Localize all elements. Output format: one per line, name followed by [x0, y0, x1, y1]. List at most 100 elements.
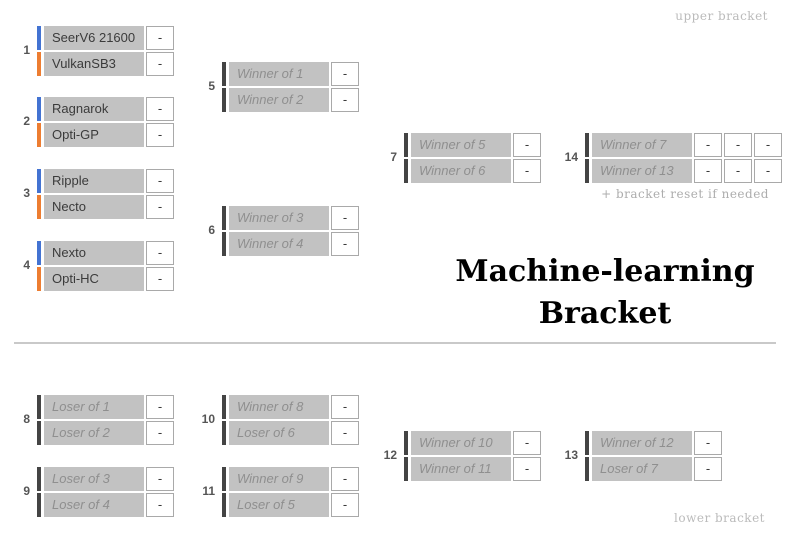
dark-team-bar: [404, 431, 408, 455]
score-box[interactable]: -: [724, 159, 752, 183]
match-number: 1: [23, 43, 30, 57]
dark-team-bar: [404, 159, 408, 183]
blue-team-bar: [37, 169, 41, 193]
match-number: 7: [390, 150, 397, 164]
score-box[interactable]: -: [694, 457, 722, 481]
team-name: Opti-GP: [44, 123, 144, 147]
pending-team-label: Winner of 2: [229, 88, 329, 112]
team-row: Winner of 13---: [585, 159, 782, 183]
score-box[interactable]: -: [331, 467, 359, 491]
score-box[interactable]: -: [331, 88, 359, 112]
dark-team-bar: [585, 431, 589, 455]
pending-team-label: Winner of 7: [592, 133, 692, 157]
score-box[interactable]: -: [146, 467, 174, 491]
team-row: Winner of 6-: [404, 159, 541, 183]
score-box[interactable]: -: [331, 206, 359, 230]
dark-team-bar: [37, 395, 41, 419]
pending-team-label: Winner of 3: [229, 206, 329, 230]
bracket-divider: [14, 342, 776, 344]
team-row: Winner of 9-: [222, 467, 359, 491]
bracket-reset-note: + bracket reset if needed: [601, 187, 769, 201]
team-row: Loser of 5-: [222, 493, 359, 517]
blue-team-bar: [37, 97, 41, 121]
score-box[interactable]: -: [331, 232, 359, 256]
team-row: Winner of 8-: [222, 395, 359, 419]
team-row: Loser of 4-: [37, 493, 174, 517]
team-name: SeerV6 21600: [44, 26, 144, 50]
dark-team-bar: [37, 467, 41, 491]
match-number: 13: [564, 448, 578, 462]
score-box[interactable]: -: [513, 457, 541, 481]
score-box[interactable]: -: [146, 421, 174, 445]
dark-team-bar: [222, 395, 226, 419]
score-box[interactable]: -: [331, 395, 359, 419]
team-name: Opti-HC: [44, 267, 144, 291]
score-box[interactable]: -: [694, 159, 722, 183]
match-number: 4: [23, 258, 30, 272]
score-box[interactable]: -: [146, 241, 174, 265]
score-box[interactable]: -: [694, 431, 722, 455]
team-row: Loser of 7-: [585, 457, 722, 481]
score-box[interactable]: -: [513, 133, 541, 157]
score-box[interactable]: -: [331, 421, 359, 445]
dark-team-bar: [222, 421, 226, 445]
team-row: Winner of 1-: [222, 62, 359, 86]
team-row: Ripple-: [37, 169, 174, 193]
team-row: Ragnarok-: [37, 97, 174, 121]
team-name: VulkanSB3: [44, 52, 144, 76]
score-box[interactable]: -: [146, 493, 174, 517]
pending-team-label: Winner of 13: [592, 159, 692, 183]
score-box[interactable]: -: [513, 431, 541, 455]
score-box[interactable]: -: [146, 267, 174, 291]
pending-team-label: Winner of 11: [411, 457, 511, 481]
team-row: Nexto-: [37, 241, 174, 265]
score-box[interactable]: -: [694, 133, 722, 157]
score-box[interactable]: -: [513, 159, 541, 183]
match-3: 3 Ripple-Necto-: [23, 169, 174, 221]
match-1: 1 SeerV6 21600-VulkanSB3-: [23, 26, 174, 78]
dark-team-bar: [404, 133, 408, 157]
team-name: Necto: [44, 195, 144, 219]
pending-team-label: Loser of 7: [592, 457, 692, 481]
team-row: Winner of 3-: [222, 206, 359, 230]
pending-team-label: Winner of 6: [411, 159, 511, 183]
match-13: 13 Winner of 12-Loser of 7-: [565, 431, 722, 483]
pending-team-label: Loser of 4: [44, 493, 144, 517]
score-box[interactable]: -: [331, 493, 359, 517]
pending-team-label: Winner of 12: [592, 431, 692, 455]
match-number: 9: [23, 484, 30, 498]
team-row: Winner of 12-: [585, 431, 722, 455]
score-box[interactable]: -: [146, 395, 174, 419]
pending-team-label: Winner of 5: [411, 133, 511, 157]
orange-team-bar: [37, 267, 41, 291]
pending-team-label: Winner of 4: [229, 232, 329, 256]
team-row: VulkanSB3-: [37, 52, 174, 76]
score-box[interactable]: -: [754, 133, 782, 157]
score-box[interactable]: -: [146, 123, 174, 147]
team-name: Ragnarok: [44, 97, 144, 121]
team-row: Loser of 6-: [222, 421, 359, 445]
score-box[interactable]: -: [146, 195, 174, 219]
match-number: 3: [23, 186, 30, 200]
score-box[interactable]: -: [146, 169, 174, 193]
score-box[interactable]: -: [146, 97, 174, 121]
score-box[interactable]: -: [724, 133, 752, 157]
match-number: 2: [23, 114, 30, 128]
score-box[interactable]: -: [754, 159, 782, 183]
score-box[interactable]: -: [331, 62, 359, 86]
score-box[interactable]: -: [146, 26, 174, 50]
match-number: 14: [564, 150, 578, 164]
dark-team-bar: [222, 232, 226, 256]
orange-team-bar: [37, 123, 41, 147]
blue-team-bar: [37, 26, 41, 50]
dark-team-bar: [37, 493, 41, 517]
match-7: 7 Winner of 5-Winner of 6-: [390, 133, 541, 185]
pending-team-label: Loser of 1: [44, 395, 144, 419]
team-row: Loser of 3-: [37, 467, 174, 491]
score-box[interactable]: -: [146, 52, 174, 76]
